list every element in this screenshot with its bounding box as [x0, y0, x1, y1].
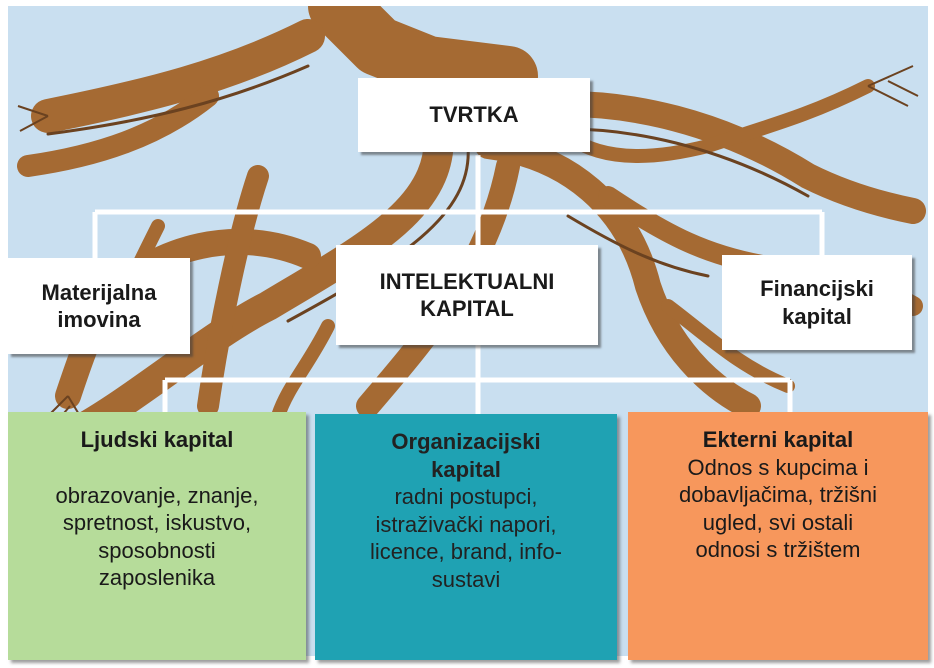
organizational-capital-title-line-2: kapital [431, 456, 501, 482]
organizational-capital-description: radni postupci, istraživački napori, lic… [370, 483, 562, 593]
organizational-capital-title-line-1: Organizacijski [391, 429, 541, 454]
organizational-capital-title: Organizacijski kapital [391, 428, 540, 483]
human-capital-description: obrazovanje, znanje, spretnost, iskustvo… [55, 482, 258, 592]
material-assets-line-2: imovina [57, 307, 141, 332]
external-capital-box: Ekterni kapital Odnos s kupcima i dobavl… [628, 412, 928, 660]
financial-capital-line-2: kapital [782, 303, 852, 329]
organizational-capital-box: Organizacijski kapital radni postupci, i… [315, 414, 617, 660]
organizational-capital-line-3: licence, brand, info- [370, 539, 562, 564]
human-capital-line-1: obrazovanje, znanje, [55, 482, 259, 508]
human-capital-line-2: spretnost, iskustvo, [62, 510, 252, 535]
human-capital-title: Ljudski kapital [80, 427, 234, 452]
company-title: TVRTKA [429, 102, 519, 128]
external-capital-line-2: dobavljačima, tržišni [678, 482, 878, 507]
organizational-capital-line-4: sustavi [431, 566, 501, 592]
company-box: TVRTKA [358, 78, 590, 152]
external-capital-line-3: ugled, svi ostali [702, 509, 854, 535]
material-assets-box: Materijalna imovina [8, 258, 190, 354]
human-capital-box: Ljudski kapital obrazovanje, znanje, spr… [8, 412, 306, 660]
intellectual-capital-line-1: INTELEKTUALNI [379, 268, 555, 294]
organizational-capital-line-2: istraživački napori, [375, 511, 557, 537]
financial-capital-box: Financijski kapital [722, 255, 912, 350]
intellectual-capital-line-2: KAPITAL [420, 296, 514, 321]
external-capital-line-4: odnosi s tržištem [695, 537, 861, 562]
intellectual-capital-box: INTELEKTUALNI KAPITAL [336, 245, 598, 345]
human-capital-line-3: sposobnosti [98, 537, 216, 563]
human-capital-line-4: zaposlenika [98, 565, 216, 590]
organizational-capital-line-1: radni postupci, [394, 484, 538, 509]
external-capital-description: Odnos s kupcima i dobavljačima, tržišni … [679, 454, 877, 564]
financial-capital-line-1: Financijski [760, 276, 874, 301]
material-assets-line-1: Materijalna [41, 279, 157, 305]
external-capital-line-1: Odnos s kupcima i [687, 454, 869, 480]
external-capital-title: Ekterni kapital [702, 427, 854, 452]
